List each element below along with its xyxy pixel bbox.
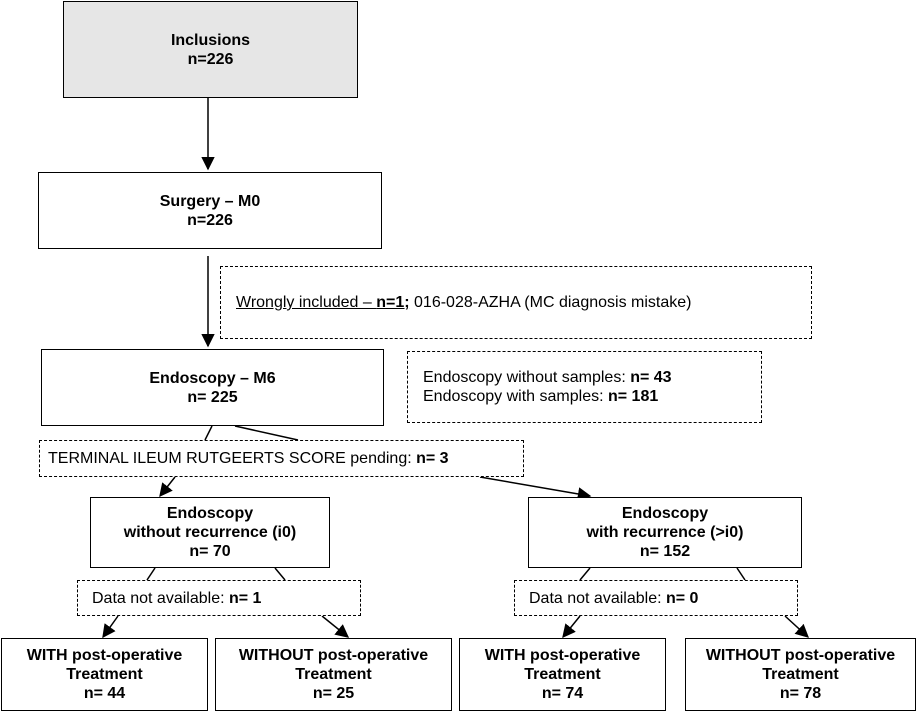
leaf-2-n: n= 25 <box>312 685 355 702</box>
samples-with-line: Endoscopy with samples: n= 181 <box>423 387 761 406</box>
line-m6-left <box>204 425 213 441</box>
leaf-4-line1: WITHOUT post-operative <box>705 647 896 664</box>
inclusions-title: Inclusions <box>170 31 251 49</box>
line-rec-left <box>579 567 591 581</box>
surgery-box: Surgery – M0 n=226 <box>38 172 382 249</box>
wrongly-included-n: n=1; <box>376 294 410 311</box>
wrongly-included-box: Wrongly included – n=1; 016-028-AZHA (MC… <box>220 266 812 339</box>
rutgeerts-label: TERMINAL ILEUM RUTGEERTS SCORE pending: <box>48 450 417 467</box>
data-na-left-n: n= 1 <box>228 589 262 607</box>
recurrence-line2: with recurrence (>i0) <box>586 524 744 541</box>
endoscopy-m6-n: n= 225 <box>187 388 238 406</box>
leaf-2-line1: WITHOUT post-operative <box>238 647 429 664</box>
arrow-to-leaf-4 <box>784 615 809 638</box>
wrongly-included-detail: 016-028-AZHA (MC diagnosis mistake) <box>409 294 692 311</box>
leaf-without-treatment-2: WITHOUT post-operative Treatment n= 78 <box>685 638 916 711</box>
leaf-with-treatment-2: WITH post-operative Treatment n= 74 <box>459 638 666 711</box>
arrow-to-leaf-2 <box>321 615 350 638</box>
data-na-right-box: Data not available: n= 0 <box>514 580 798 616</box>
leaf-3-n: n= 74 <box>541 685 584 702</box>
arrow-to-recurrence <box>479 476 592 501</box>
rutgeerts-box: TERMINAL ILEUM RUTGEERTS SCORE pending: … <box>39 440 524 477</box>
rutgeerts-n: n= 3 <box>416 450 449 467</box>
no-recurrence-line1: Endoscopy <box>166 505 254 522</box>
arrow-to-leaf-3 <box>562 615 581 639</box>
data-na-right-line: Data not available: n= 0 <box>529 589 797 608</box>
samples-with-n: n= 181 <box>607 388 659 405</box>
samples-box: Endoscopy without samples: n= 43 Endosco… <box>407 351 762 423</box>
data-na-left-label: Data not available: <box>92 589 229 607</box>
wrongly-included-label: Wrongly included – <box>236 294 377 311</box>
data-na-left-line: Data not available: n= 1 <box>92 589 360 608</box>
inclusions-box: Inclusions n=226 <box>63 1 358 98</box>
inclusions-n: n=226 <box>187 50 234 68</box>
arrow-to-no-recurrence <box>159 476 176 498</box>
leaf-1-line1: WITH post-operative <box>26 647 183 664</box>
arrow-to-leaf-1 <box>102 615 119 639</box>
endoscopy-m6-title: Endoscopy – M6 <box>149 369 276 387</box>
surgery-title: Surgery – M0 <box>159 192 261 210</box>
samples-without-label: Endoscopy without samples: <box>423 369 631 386</box>
leaf-2-line2: Treatment <box>295 666 372 683</box>
rutgeerts-line: TERMINAL ILEUM RUTGEERTS SCORE pending: … <box>48 449 523 468</box>
recurrence-box: Endoscopy with recurrence (>i0) n= 152 <box>528 497 802 568</box>
leaf-with-treatment-1: WITH post-operative Treatment n= 44 <box>1 638 208 711</box>
surgery-n: n=226 <box>187 211 233 229</box>
leaf-3-line1: WITH post-operative <box>484 647 641 664</box>
samples-without-line: Endoscopy without samples: n= 43 <box>423 368 761 387</box>
samples-with-label: Endoscopy with samples: <box>423 388 608 405</box>
recurrence-line1: Endoscopy <box>621 505 709 522</box>
samples-without-n: n= 43 <box>630 369 672 386</box>
leaf-1-line2: Treatment <box>66 666 143 683</box>
leaf-3-line2: Treatment <box>524 666 601 683</box>
data-na-right-n: n= 0 <box>665 589 699 607</box>
line-rec-right <box>736 567 746 581</box>
data-na-left-box: Data not available: n= 1 <box>77 580 361 616</box>
line-norec-left <box>146 567 156 581</box>
wrongly-included-line: Wrongly included – n=1; 016-028-AZHA (MC… <box>236 293 811 312</box>
recurrence-n: n= 152 <box>639 543 691 560</box>
leaf-without-treatment-1: WITHOUT post-operative Treatment n= 25 <box>215 638 452 711</box>
no-recurrence-n: n= 70 <box>189 543 231 560</box>
data-na-right-label: Data not available: <box>529 589 666 607</box>
leaf-4-line2: Treatment <box>762 666 839 683</box>
line-m6-right <box>234 425 299 441</box>
line-norec-right <box>274 567 286 581</box>
endoscopy-m6-box: Endoscopy – M6 n= 225 <box>41 349 384 426</box>
leaf-4-n: n= 78 <box>779 685 822 702</box>
no-recurrence-box: Endoscopy without recurrence (i0) n= 70 <box>90 497 330 568</box>
no-recurrence-line2: without recurrence (i0) <box>123 524 297 541</box>
leaf-1-n: n= 44 <box>83 685 126 702</box>
